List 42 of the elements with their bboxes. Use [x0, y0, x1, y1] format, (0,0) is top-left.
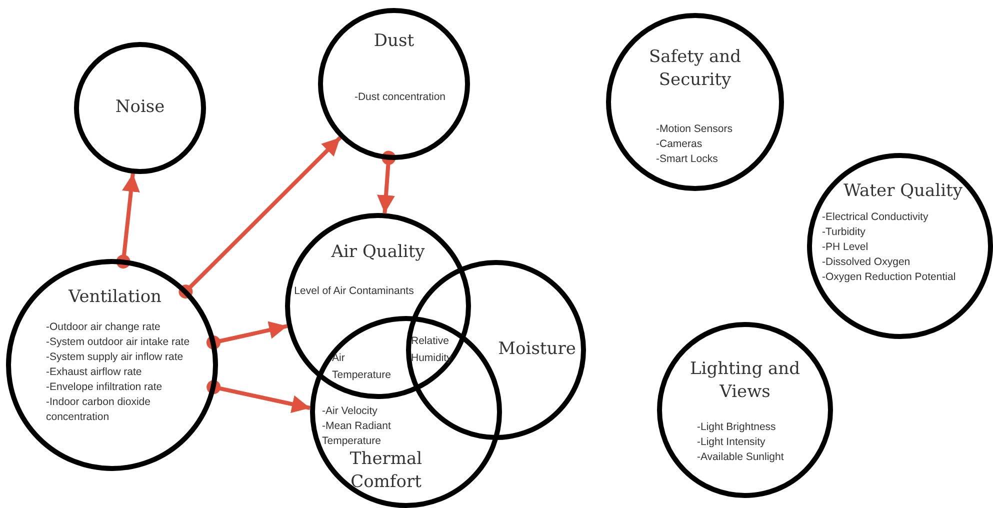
- arrow: [116, 173, 140, 269]
- bullet-item: -Light Brightness: [697, 420, 776, 435]
- bullet-item: -Turbidity: [822, 225, 866, 240]
- bullet-item: -Available Sunlight: [697, 450, 784, 465]
- bullet-item: -Outdoor air change rate: [46, 320, 160, 335]
- topic-circle: [807, 153, 993, 339]
- body-text: Level of Air Contaminants: [294, 284, 414, 299]
- bullet-item: -Mean Radiant Temperature: [322, 419, 392, 449]
- overlap-label: Air Temperature: [332, 351, 392, 383]
- circle-title: Air Quality: [331, 241, 425, 264]
- circle-title: Lighting and Views: [688, 358, 802, 404]
- bullet-item: -Indoor carbon dioxide concentration: [46, 395, 152, 425]
- bullet-item: -Dissolved Oxygen: [822, 255, 910, 270]
- arrow: [178, 136, 342, 299]
- arrow: [377, 150, 396, 214]
- bullet-item: -Oxygen Reduction Potential: [822, 270, 956, 285]
- bullet-item: -System supply air inflow rate: [46, 350, 184, 365]
- bullet-item: -Light Intensity: [697, 435, 766, 450]
- topic-circle: [657, 322, 833, 498]
- bullet-item: -Envelope infiltration rate: [46, 380, 162, 395]
- bullet-item: -Motion Sensors: [656, 122, 732, 137]
- bullet-item: -PH Level: [822, 240, 868, 255]
- bullet-item: -Smart Locks: [656, 152, 718, 167]
- circle-title: Moisture: [498, 338, 576, 361]
- bullet-item: -System outdoor air intake rate: [46, 335, 190, 350]
- topic-circle: [318, 8, 470, 160]
- bullet-item: -Cameras: [656, 137, 702, 152]
- topic-circle: [606, 13, 784, 191]
- circle-title: Noise: [115, 96, 165, 119]
- circle-title: Ventilation: [68, 286, 162, 309]
- topic-circle: [285, 213, 471, 399]
- bullet-item: -Electrical Conductivity: [822, 210, 928, 225]
- bullet-item: -Air Velocity: [322, 404, 378, 419]
- circle-title: Water Quality: [844, 180, 962, 203]
- bullet-item: -Exhaust airflow rate: [46, 365, 142, 380]
- bullet-item: -Dust concentration: [354, 90, 446, 105]
- topic-circle: [6, 259, 218, 471]
- circle-title: Dust: [374, 30, 414, 53]
- circle-title: Thermal Comfort: [348, 448, 424, 494]
- arrow: [206, 321, 288, 350]
- topic-circle: [74, 42, 206, 174]
- circle-title: Safety and Security: [648, 46, 742, 92]
